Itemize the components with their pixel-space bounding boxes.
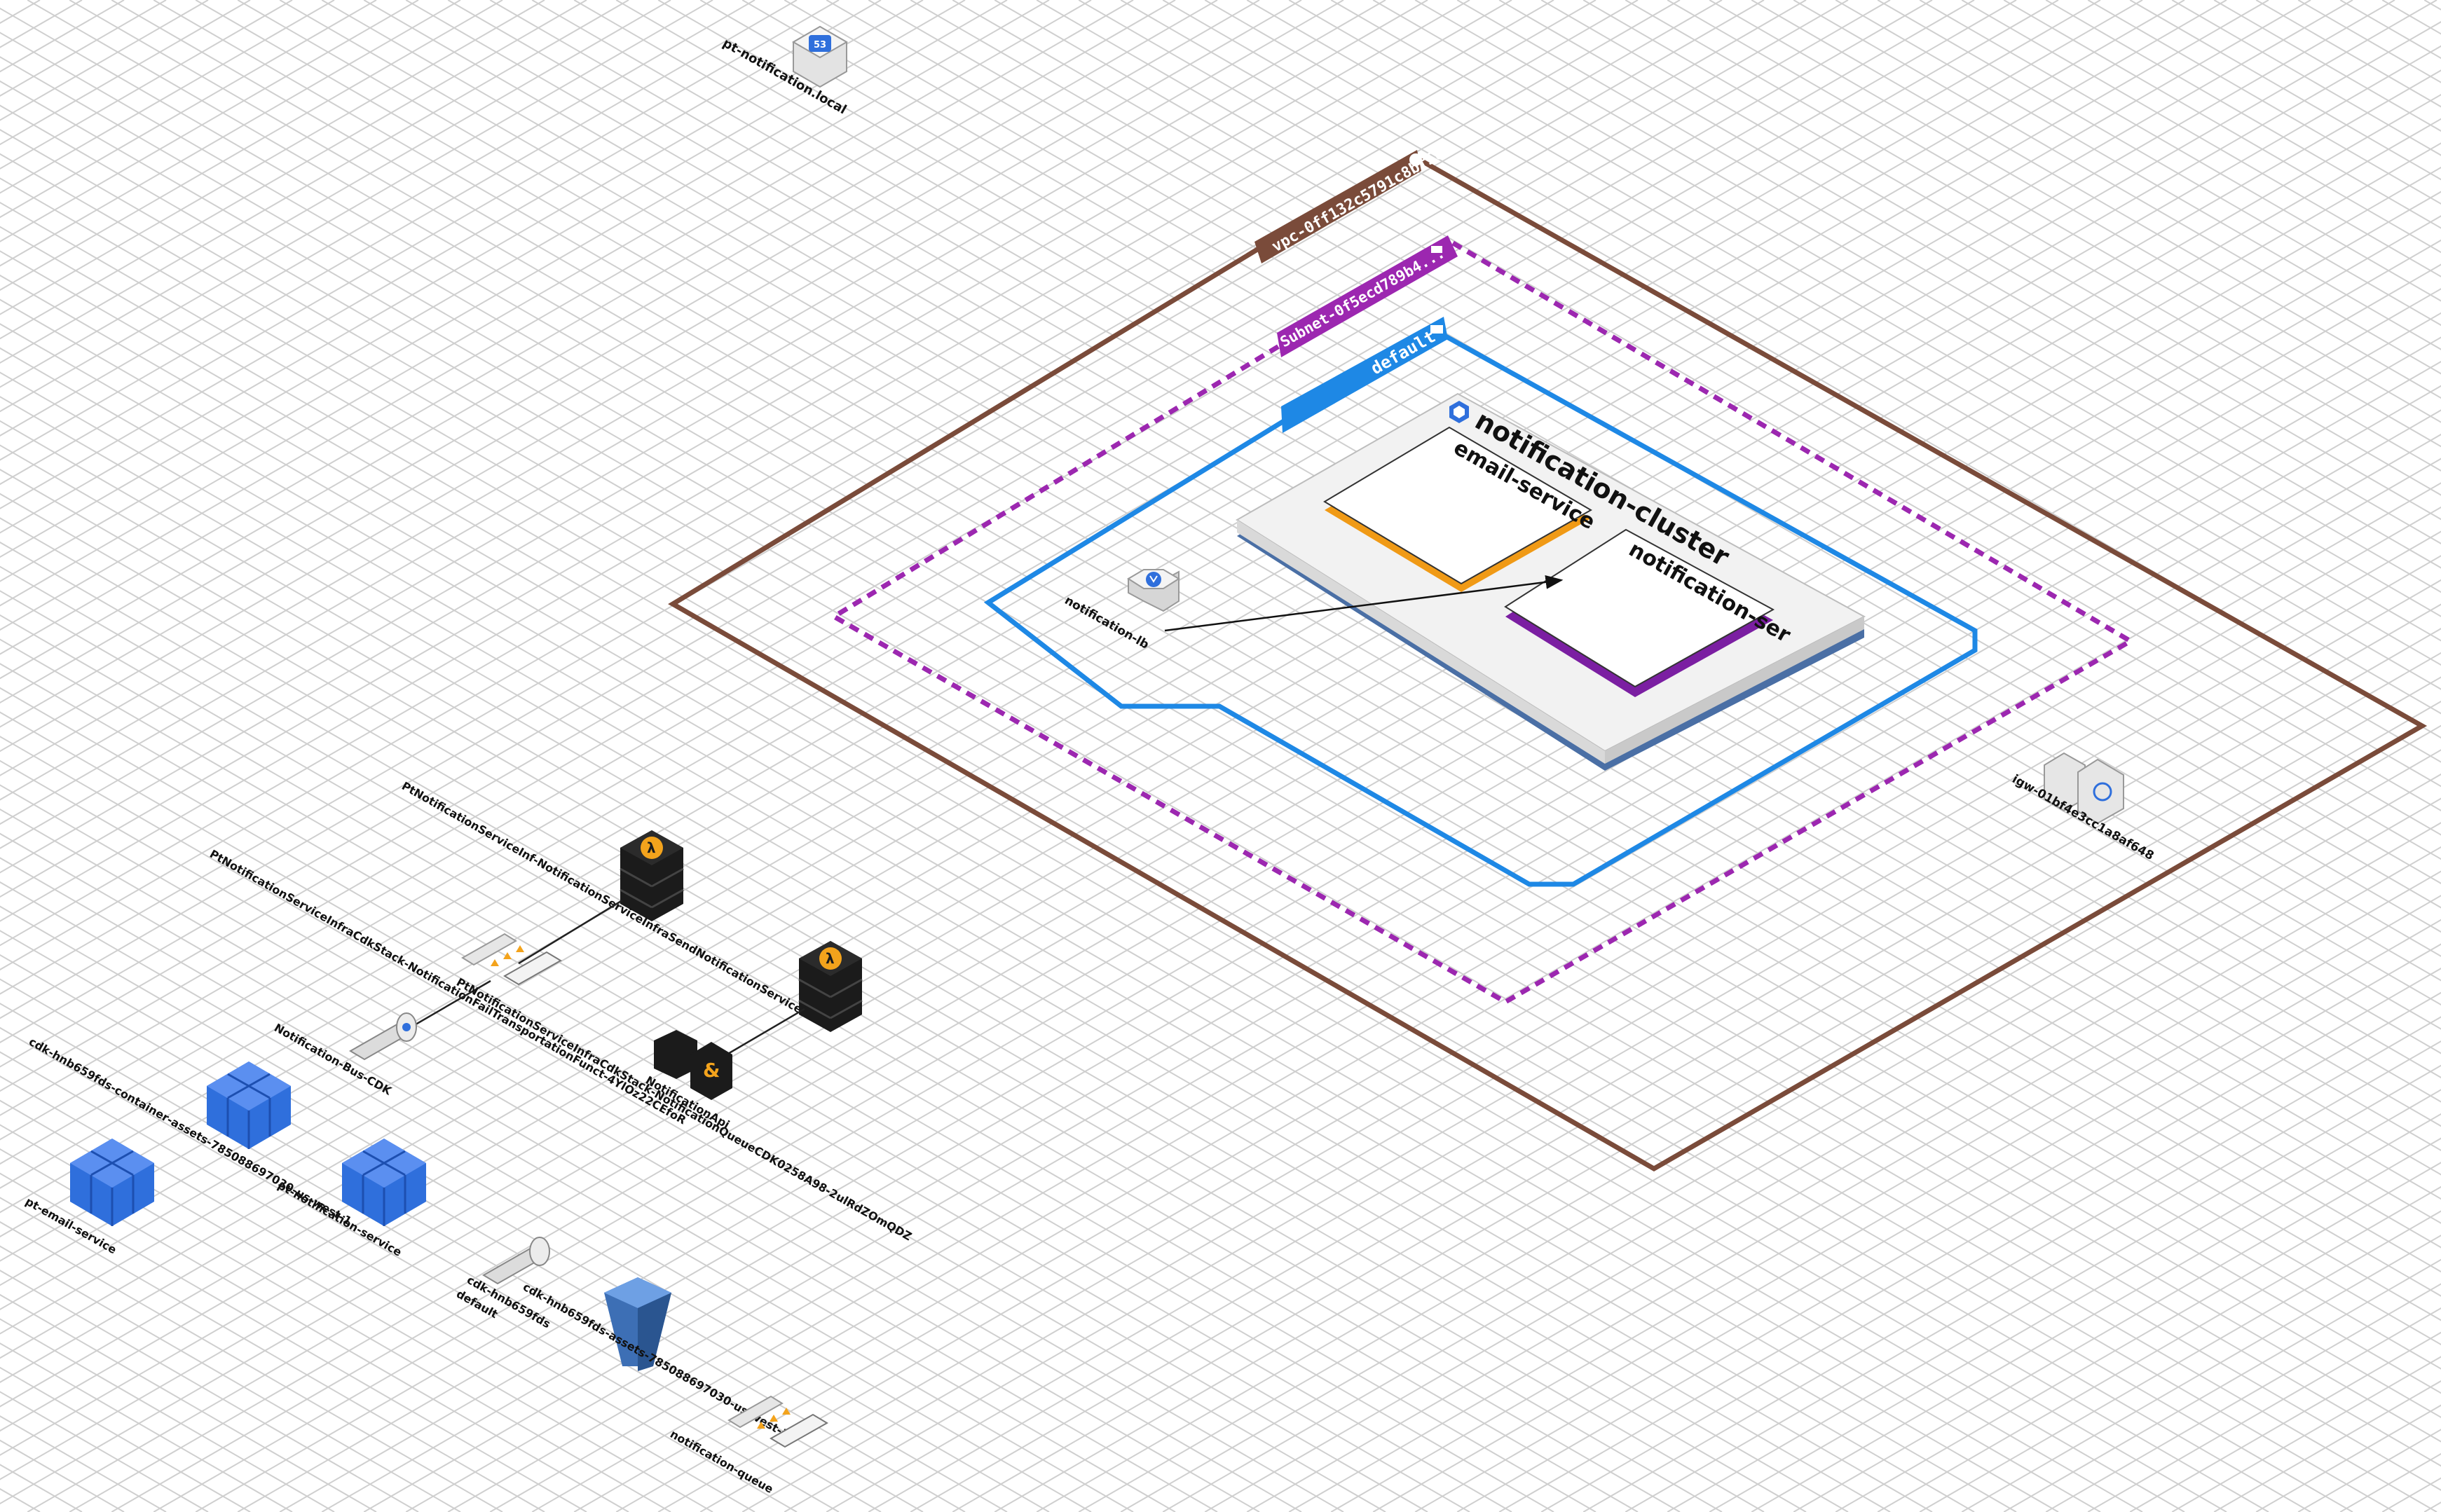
queue-message-icon [757,1408,791,1429]
svg-text:53: 53 [814,40,826,50]
lb-to-notification-service-arrow [1164,575,1564,632]
lock-icon [1430,325,1443,334]
gateway-cloud-icon [2093,782,2112,802]
default-event-bus-node[interactable] [482,1237,550,1285]
svg-text:&: & [703,1059,720,1082]
lambda-function-1[interactable]: λ [620,830,684,921]
event-bus-icon [402,1023,411,1031]
lambda-icon: λ [641,837,663,859]
s3-bucket-node[interactable] [604,1277,671,1371]
sqs-queue-2[interactable] [727,1395,828,1448]
api-gateway-node[interactable]: & [654,1030,732,1100]
route53-node[interactable]: 53 [792,25,848,88]
tag-icon [1431,246,1442,253]
svg-text:λ: λ [647,839,656,856]
sqs-queue-1[interactable] [461,933,562,986]
container-grid-icon [226,1073,271,1149]
cloud-icon [1409,153,1422,166]
internet-gateway-node[interactable] [2044,752,2124,825]
container-grid-icon [362,1150,406,1226]
lambda-function-2[interactable]: λ [798,941,863,1032]
dns-icon: 53 [809,35,831,52]
eventbridge-bus-node[interactable] [349,1012,417,1061]
load-balancer-node[interactable] [1127,569,1180,612]
load-balancer-icon [1146,572,1161,587]
ecr-repository-2[interactable] [342,1139,426,1226]
lambda-icon: λ [819,947,842,970]
email-service-card[interactable]: email-service [1323,426,1599,592]
load-balancer-label: notification-lb [1062,593,1151,652]
svg-text:λ: λ [826,950,835,967]
queue-message-icon [491,945,524,966]
ecr-repository-3[interactable] [70,1139,154,1226]
ecs-icon [1449,401,1469,423]
ecr-repository-1[interactable] [207,1061,291,1149]
security-group-label: default [1367,327,1439,378]
api-icon: & [703,1059,720,1082]
sqs-2-label: notification-queue [668,1427,776,1496]
container-grid-icon [90,1150,135,1226]
